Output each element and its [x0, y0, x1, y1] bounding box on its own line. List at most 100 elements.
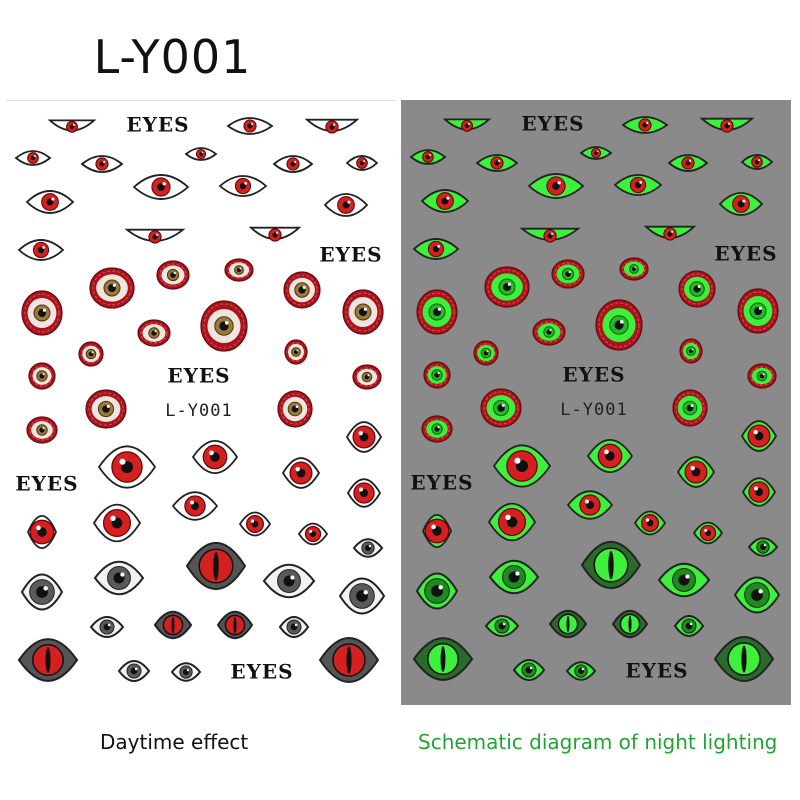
cat-eye-icon — [185, 541, 247, 591]
gray-eye-icon — [93, 560, 145, 596]
eye-sticker-icon — [579, 146, 613, 160]
eye-sticker-icon — [699, 117, 755, 133]
gray-eye-icon — [512, 659, 546, 681]
bloodshot-eye-icon — [137, 319, 171, 347]
eye-sticker-icon — [409, 149, 447, 165]
eye-sticker-icon — [718, 192, 764, 216]
eye-sticker-icon — [492, 444, 552, 488]
eye-sticker-icon — [297, 522, 329, 546]
eye-sticker-icon — [621, 116, 669, 134]
eye-sticker-icon — [238, 511, 272, 537]
eye-sticker-icon — [740, 420, 778, 452]
cat-eye-icon — [412, 637, 474, 681]
gray-eye-icon — [338, 577, 386, 615]
bloodshot-eye-icon — [423, 361, 451, 389]
bloodshot-eye-icon — [551, 259, 585, 289]
bloodshot-eye-icon — [737, 288, 779, 334]
bloodshot-eye-icon — [284, 339, 308, 365]
eye-sticker-icon — [17, 239, 65, 261]
gray-eye-icon — [488, 559, 540, 595]
bloodshot-eye-icon — [28, 362, 56, 390]
gray-eye-icon — [262, 563, 316, 599]
gray-eye-icon — [170, 662, 202, 682]
eye-sticker-icon — [740, 154, 774, 170]
eye-sticker-icon — [643, 225, 697, 241]
bloodshot-eye-icon — [78, 341, 104, 367]
eyes-sticker-label: EYES — [167, 364, 230, 388]
bloodshot-eye-icon — [532, 318, 566, 346]
eyes-sticker-label: EYES — [230, 660, 293, 684]
night-caption: Schematic diagram of night lighting — [418, 730, 778, 754]
eye-sticker-icon — [613, 174, 663, 196]
eye-sticker-icon — [304, 118, 360, 134]
gray-eye-icon — [673, 615, 705, 637]
bloodshot-eye-icon — [224, 258, 254, 282]
eye-sticker-icon — [676, 456, 716, 488]
eye-sticker-icon — [14, 150, 52, 166]
bloodshot-eye-icon — [283, 271, 321, 309]
eye-sticker-icon — [345, 421, 383, 453]
gray-eye-icon — [117, 660, 151, 682]
gray-eye-icon — [484, 615, 520, 637]
bloodshot-eye-icon — [26, 416, 58, 444]
bloodshot-eye-icon — [421, 415, 453, 443]
bloodshot-eye-icon — [342, 289, 384, 335]
cat-eye-icon — [611, 609, 649, 639]
eye-sticker-icon — [25, 190, 75, 214]
bloodshot-eye-icon — [21, 290, 63, 336]
cat-eye-icon — [17, 638, 79, 682]
bloodshot-eye-icon — [473, 340, 499, 366]
bloodshot-eye-icon — [277, 390, 313, 428]
eye-sticker-icon — [248, 226, 302, 242]
cat-eye-icon — [153, 610, 193, 640]
eye-sticker-icon — [475, 154, 519, 172]
eyes-sticker-label: EYES — [714, 242, 777, 266]
cat-eye-icon — [216, 610, 254, 640]
eyes-sticker-label: EYES — [625, 659, 688, 683]
eye-sticker-icon — [27, 515, 57, 549]
bloodshot-eye-icon — [484, 266, 530, 308]
eye-sticker-icon — [323, 193, 369, 217]
eye-sticker-icon — [412, 238, 460, 260]
eye-sticker-icon — [566, 490, 614, 520]
gray-eye-icon — [278, 616, 310, 638]
eyes-sticker-label: EYES — [410, 471, 473, 495]
bloodshot-eye-icon — [679, 338, 703, 364]
eyes-sticker-label: EYES — [562, 363, 625, 387]
gray-eye-icon — [657, 562, 711, 598]
daytime-caption: Daytime effect — [100, 730, 249, 754]
gray-eye-icon — [89, 616, 125, 638]
eye-sticker-icon — [281, 457, 321, 489]
eye-sticker-icon — [345, 155, 379, 171]
eye-sticker-icon — [420, 189, 470, 213]
eye-sticker-icon — [218, 175, 268, 197]
eye-sticker-icon — [633, 510, 667, 536]
eye-sticker-icon — [92, 503, 142, 543]
eye-sticker-icon — [346, 478, 382, 508]
eye-sticker-icon — [422, 514, 452, 548]
bloodshot-eye-icon — [595, 299, 643, 351]
eye-sticker-icon — [692, 521, 724, 545]
bloodshot-eye-icon — [156, 260, 190, 290]
cat-eye-icon — [318, 637, 380, 683]
eye-sticker-icon — [527, 173, 585, 199]
eye-sticker-icon — [586, 439, 634, 473]
bloodshot-eye-icon — [416, 289, 458, 335]
cat-eye-icon — [580, 540, 642, 590]
eye-sticker-icon — [487, 502, 537, 542]
eyes-sticker-label: EYES — [521, 112, 584, 136]
eye-sticker-icon — [272, 155, 314, 173]
bloodshot-eye-icon — [200, 300, 248, 352]
code-sticker-label: L-Y001 — [560, 400, 627, 420]
eye-sticker-icon — [124, 228, 186, 244]
eye-sticker-icon — [171, 491, 219, 521]
gray-eye-icon — [415, 572, 459, 610]
eye-sticker-icon — [47, 119, 97, 133]
gray-eye-icon — [733, 576, 781, 614]
cat-eye-icon — [713, 636, 775, 682]
bloodshot-eye-icon — [672, 389, 708, 427]
eye-sticker-icon — [519, 227, 581, 243]
